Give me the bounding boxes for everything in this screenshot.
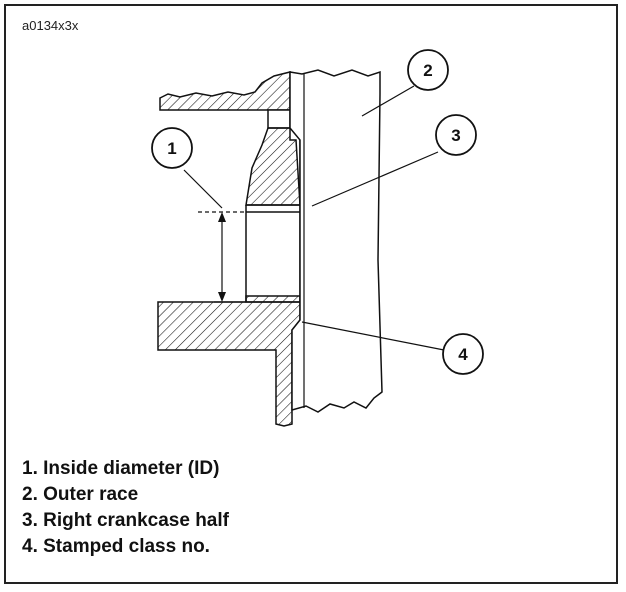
callout-1-number: 1 bbox=[167, 139, 176, 158]
outer-race-body bbox=[289, 69, 383, 413]
legend-list: 1. Inside diameter (ID) 2. Outer race 3.… bbox=[22, 456, 229, 560]
legend-item-2: 2. Outer race bbox=[22, 484, 139, 505]
leader-line-4 bbox=[301, 321, 445, 351]
leader-line-1 bbox=[183, 169, 223, 209]
bore-bottom-band bbox=[245, 295, 301, 303]
legend-item-4: 4. Stamped class no. bbox=[22, 536, 210, 557]
figure-id: a0134x3x bbox=[22, 18, 79, 33]
right-crankcase-half-section bbox=[245, 127, 301, 206]
id-arrow-top bbox=[218, 212, 226, 222]
leader-line-3 bbox=[311, 151, 439, 207]
upper-gap-block bbox=[267, 109, 291, 129]
legend-item-3: 3. Right crankcase half bbox=[22, 510, 229, 531]
callout-2-number: 2 bbox=[423, 61, 432, 80]
callout-2: 2 bbox=[407, 49, 449, 91]
leader-line-2 bbox=[361, 85, 415, 117]
callout-3-number: 3 bbox=[451, 126, 460, 145]
callout-3: 3 bbox=[435, 114, 477, 156]
callout-4: 4 bbox=[442, 333, 484, 375]
legend-item-1: 1. Inside diameter (ID) bbox=[22, 458, 220, 479]
upper-crankcase-section bbox=[159, 71, 291, 111]
lower-crankcase-section bbox=[157, 301, 301, 427]
callout-4-number: 4 bbox=[458, 345, 468, 364]
callout-1: 1 bbox=[151, 127, 193, 169]
id-arrow-bottom bbox=[218, 292, 226, 302]
